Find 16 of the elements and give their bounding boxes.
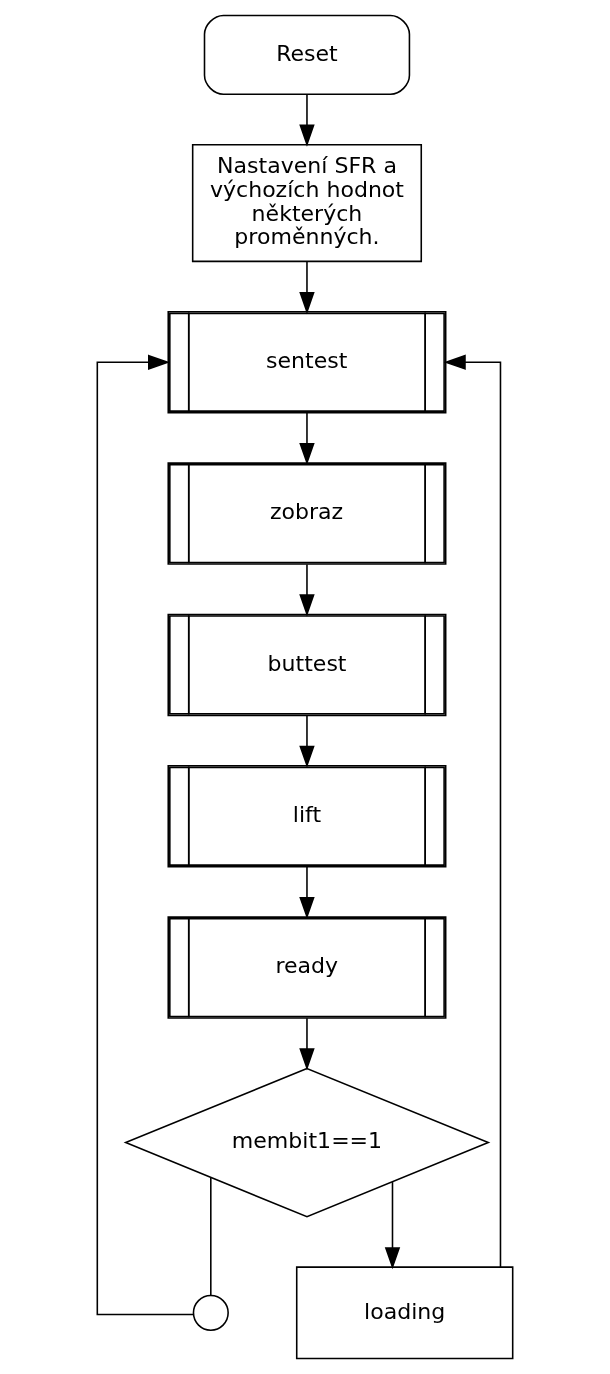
arrow — [96, 354, 194, 1316]
arrow — [299, 1017, 315, 1071]
arrow — [299, 412, 315, 466]
arrow — [299, 93, 315, 147]
node-box: Nastavení SFR a výchozích hodnot některých proměnných. — [191, 143, 423, 263]
node-box: loading — [295, 1266, 514, 1360]
arrow — [299, 260, 315, 315]
node-box: Reset — [203, 14, 411, 96]
arrow — [299, 714, 315, 768]
connector — [210, 1176, 212, 1296]
arrow — [299, 866, 315, 920]
node-circle — [192, 1294, 229, 1331]
node-diamond: membit1==1 — [123, 1067, 491, 1218]
arrow — [384, 1181, 401, 1270]
arrow — [443, 354, 502, 1268]
arrow — [299, 563, 315, 617]
